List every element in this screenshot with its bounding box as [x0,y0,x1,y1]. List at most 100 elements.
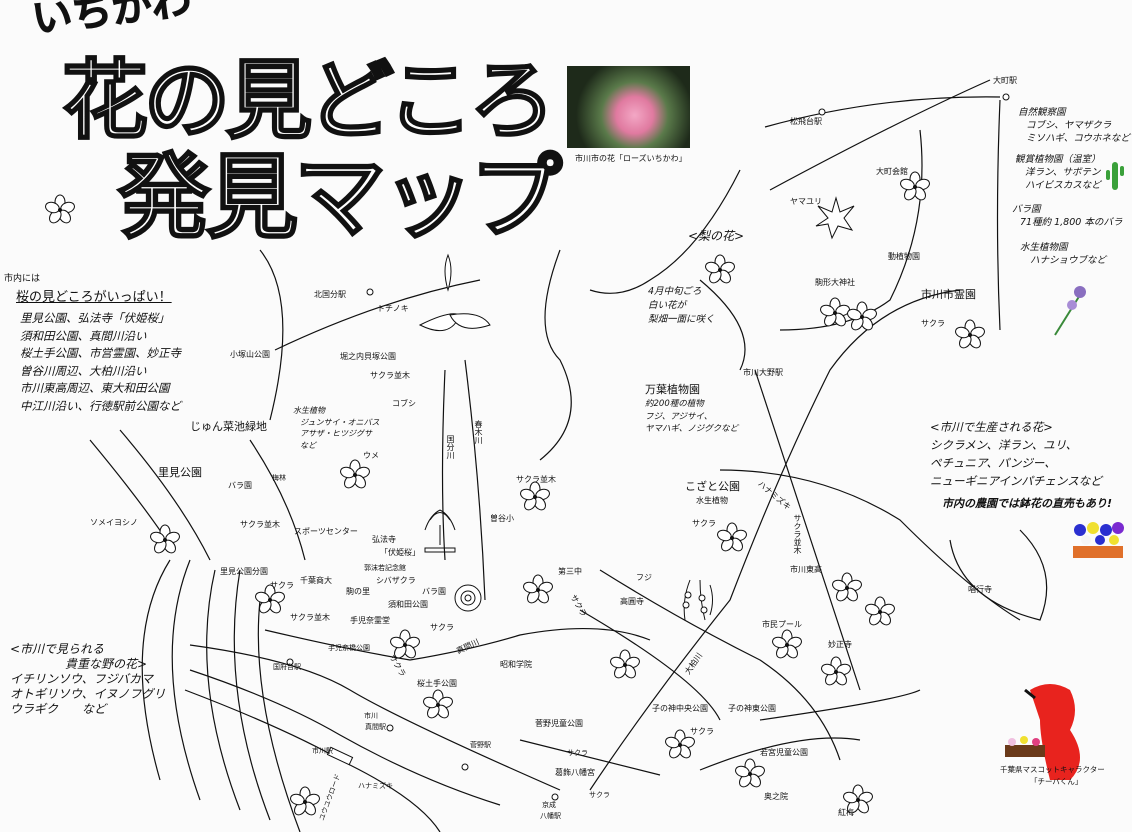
title-line1: 花の見どころ [61,51,557,151]
label-horinouchi: 堀之内貝塚公園 [340,352,396,361]
sakura-icon [608,649,642,681]
label-sugano-park: 菅野児童公園 [535,719,583,728]
station-marker [1002,93,1010,101]
label-bairin: 梅林 [272,474,286,482]
label-tekona-reido: 手児奈霊堂 [350,616,390,625]
zoo-note-title: バラ園 [1012,204,1041,215]
zoo-note-line: ハイビスカスなど [1025,180,1101,191]
sakura-list-item: 里見公園、弘法寺「伏姫桜」 [20,311,170,325]
tochinoki-illustration [418,253,491,332]
label-ichikawa-station: 市川駅 [312,747,333,755]
junsai-line: など [300,440,316,450]
label-annex-sakura: サクラ [270,581,294,590]
label-omachi-hall: 大町会館 [876,167,908,176]
produced-note: 市内の農園では鉢花の直売もあり! [942,497,1113,510]
label-tochinoki: トチノキ [377,304,409,313]
label-koenji: 高圓寺 [620,597,644,606]
sakura-list-item: 曽谷川周辺、大柏川沿い [20,363,147,378]
label-yamayuri: ヤマユリ [790,197,822,206]
station-marker [366,288,374,296]
pear-heading: <梨の花> [688,229,745,243]
label-fuji: フジ [636,573,652,582]
label-sakura-namiki-center: サクラ並木 [516,475,556,484]
label-komagata-shrine: 駒形大神社 [815,278,855,287]
sakura-icon [733,758,767,790]
sakura-icon [953,319,987,351]
junsai-line: アサザ・ヒツジグサ [300,429,372,438]
label-kitakokubun-station: 北国分駅 [314,290,346,299]
label-haruki-river: 春木川 [474,420,483,444]
label-reien-sakura: サクラ [921,319,945,328]
sakura-icon [898,171,932,203]
flower-icons [43,171,987,818]
label-ume: ウメ [363,451,379,460]
label-kozato-aquatic: 水生植物 [696,496,728,505]
label-higashi-high: 市川東高 [790,565,822,574]
sakura-icon [521,574,555,606]
label-satomi-annex: 里見公園分園 [220,567,268,576]
rose-photo [567,66,690,148]
label-koma-sato: 駒の里 [346,587,370,596]
label-kakumatsujaku: 郭沫若記念館 [364,564,406,572]
produced-line: ペチュニア、パンジー、 [930,456,1056,470]
mascot-caption-2: 「チーバくん」 [1030,777,1083,786]
sakura-icon [845,301,879,333]
sakura-icon [770,629,804,661]
sakura-list-item: 市川東高周辺、東大和田公園 [20,381,170,395]
rose-illustration [454,584,482,612]
label-wakamiya: 若宮児童公園 [760,748,808,757]
station-marker [326,746,354,766]
label-guhoji: 弘法寺 [372,535,396,544]
label-yawata-station-2: 八幡駅 [540,812,561,820]
label-mama-station-1: 市川 [364,712,378,720]
wild-flowers-line: オトギリソウ、イヌノフグリ [10,687,166,701]
label-nenokami-east: 子の神東公園 [728,704,776,713]
sakura-icon [818,297,852,329]
zoo-note-line: 洋ラン、サボテン [1025,167,1101,178]
sakura-list-item: 中江川沿い、行徳駅前公園など [20,398,181,413]
pear-line: 白い花が [648,300,687,311]
label-fusehime: 「伏姫桜」 [380,548,420,557]
roads [89,79,1048,832]
label-mama-station-2: 真間駅 [365,723,386,731]
label-sakuradote: 桜土手公園 [417,679,457,688]
pear-flower-icon [703,254,737,286]
label-satomi-namiki: サクラ並木 [240,520,280,529]
okashiwa-river [589,289,961,791]
zoo-note-title: 水生植物園 [1020,242,1068,253]
sakura-icon [819,656,853,688]
manyo-title: 万葉植物園 [645,383,700,396]
label-satomi-park: 里見公園 [158,466,202,479]
label-okunoin: 奥之院 [764,792,788,801]
label-sugano-sakura: サクラ [567,749,588,757]
stations [286,93,1010,801]
label-sugata-park: 須和田公園 [388,600,428,609]
label-sugata-rose: バラ園 [422,587,446,596]
label-daisanchu: 第三中 [558,567,582,576]
zoo-rose-note: バラ園 71種約 1,800 本のバラ [1012,203,1122,229]
label-yawata-station-1: 京成 [542,801,556,809]
label-hachimangu: 葛飾八幡宮 [555,768,595,777]
sakura-icon [43,194,77,226]
zoo-note-title: 自然観察園 [1018,107,1066,118]
junsai-line: ジュンサイ・オニバス [300,417,380,427]
sakura-icon [148,524,182,556]
label-sakura-namiki-east: サクラ並木 [793,514,802,554]
produced-heading: <市川で生産される花> [930,420,1053,434]
haruki-river [464,359,486,601]
rail-musashino [764,96,1001,128]
label-tekona-bashi: 手児奈橋公園 [328,644,370,652]
label-sugano-station: 菅野駅 [470,741,491,749]
label-soya-school: 曽谷小 [490,514,514,523]
weeping-cherry-illustration [424,509,456,553]
produced-flowers-note: <市川で生産される花> シクラメン、洋ラン、ユリ、 ペチュニア、パンジー、 ニュ… [930,418,1102,490]
label-omachi-station: 大町駅 [993,76,1017,85]
sakura-heading: 桜の見どころがいっぱい！ [16,290,172,305]
label-showa: 昭和学院 [500,660,532,669]
pear-note: 4月中旬ごろ 白い花が 梨畑一面に咲く [648,285,715,327]
ume-flower-icon [338,459,372,491]
zoo-note-line: 71種約 1,800 本のバラ [1020,217,1123,228]
station-marker [386,724,394,732]
label-tekona-sakura: サクラ [430,623,454,632]
